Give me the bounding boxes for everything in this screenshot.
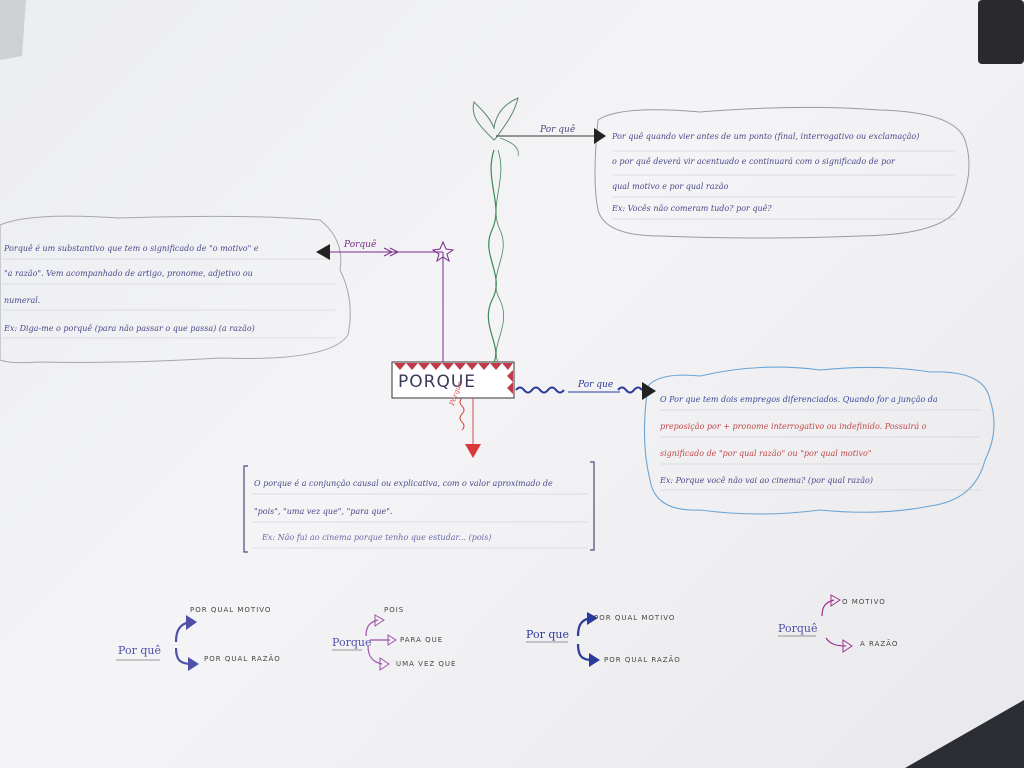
top-right-cloud-lines [612,150,955,220]
card-top-right-line-2: o por quê deverá vir acentuado e continu… [612,157,895,166]
legend-arrows [174,594,853,671]
top-left-corner-object [0,0,26,60]
card-right-line-3: significado de "por qual razão" ou "por … [660,449,872,458]
top-branch-arrowhead-icon [594,128,606,144]
branch-label-left: Porquê [344,240,377,250]
card-bottom-line-1: O porque é a conjunção causal ou explica… [254,479,553,488]
left-cloud-lines [2,258,335,339]
legend-2-middle: PARA QUE [400,636,444,644]
down-branch-wave [459,397,465,431]
right-cloud-lines [660,409,980,491]
legend-underlines [116,635,816,661]
bottom-right-shadow [905,700,1024,768]
card-top-right-line-4: Ex: Vocês não comeram tudo? por quê? [612,204,772,213]
star-icon [431,240,455,263]
legend-4-lower: A RAZÃO [860,640,899,648]
card-right-line-4: Ex: Porque você não vai ao cinema? (por … [660,476,873,485]
card-bottom-line-2: "pois", "uma vez que", "para que". [254,507,393,516]
right-cloud [643,366,995,515]
card-top-right-line-1: Por quê quando vier antes de um ponto (f… [612,132,920,141]
green-vine-stem-2 [495,149,505,363]
legend-word-2: Porque [332,636,372,649]
legend-2-lower: UMA VEZ QUE [396,660,457,668]
bottom-box-lines [252,493,588,549]
legend-word-3: Por que [526,628,569,641]
down-branch-arrowhead-icon [465,444,481,458]
left-branch-fletching-icon [383,247,400,257]
legend-1-upper: POR QUAL MOTIVO [190,606,272,614]
card-left-line-4: Ex: Diga-me o porquê (para não passar o … [4,324,255,333]
card-right-line-1: O Por que tem dois empregos diferenciado… [660,395,938,404]
legend-4-upper: O MOTIVO [842,598,886,606]
left-branch-arrowhead-icon [316,244,330,260]
left-cloud [0,215,351,364]
card-top-right-line-3: qual motivo e por qual razão [612,182,729,191]
central-box-side-teeth [507,370,513,394]
legend-word-1: Por quê [118,644,161,657]
legend-1-lower: POR QUAL RAZÃO [204,655,281,663]
branch-label-right: Por que [578,380,614,390]
top-right-corner-object [978,0,1024,64]
legend-3-upper: POR QUAL MOTIVO [594,614,676,622]
central-title: PORQUE [398,372,477,392]
card-bottom-line-3: Ex: Não fui ao cinema porque tenho que e… [262,533,492,542]
card-right-line-2: preposição por + pronome interrogativo o… [660,422,927,431]
legend-2-upper: POIS [384,606,405,614]
legend-3-lower: POR QUAL RAZÃO [604,656,681,664]
right-branch-arrowhead-icon [642,382,656,400]
right-branch-wave-right [617,386,643,394]
legend-word-4: Porquê [778,622,818,635]
right-branch-wave-left [515,386,565,394]
holly-leaves-icon [472,97,519,141]
card-left-line-2: "a razão". Vem acompanhado de artigo, pr… [4,269,253,278]
branch-label-top: Por quê [540,125,576,135]
bottom-bracket-box [243,461,595,553]
card-left-line-1: Porquê é um substantivo que tem o signif… [4,244,259,253]
green-vine-stem [487,149,497,363]
top-right-cloud [594,106,970,239]
central-box-teeth [394,363,513,370]
card-left-line-3: numeral. [4,296,41,305]
